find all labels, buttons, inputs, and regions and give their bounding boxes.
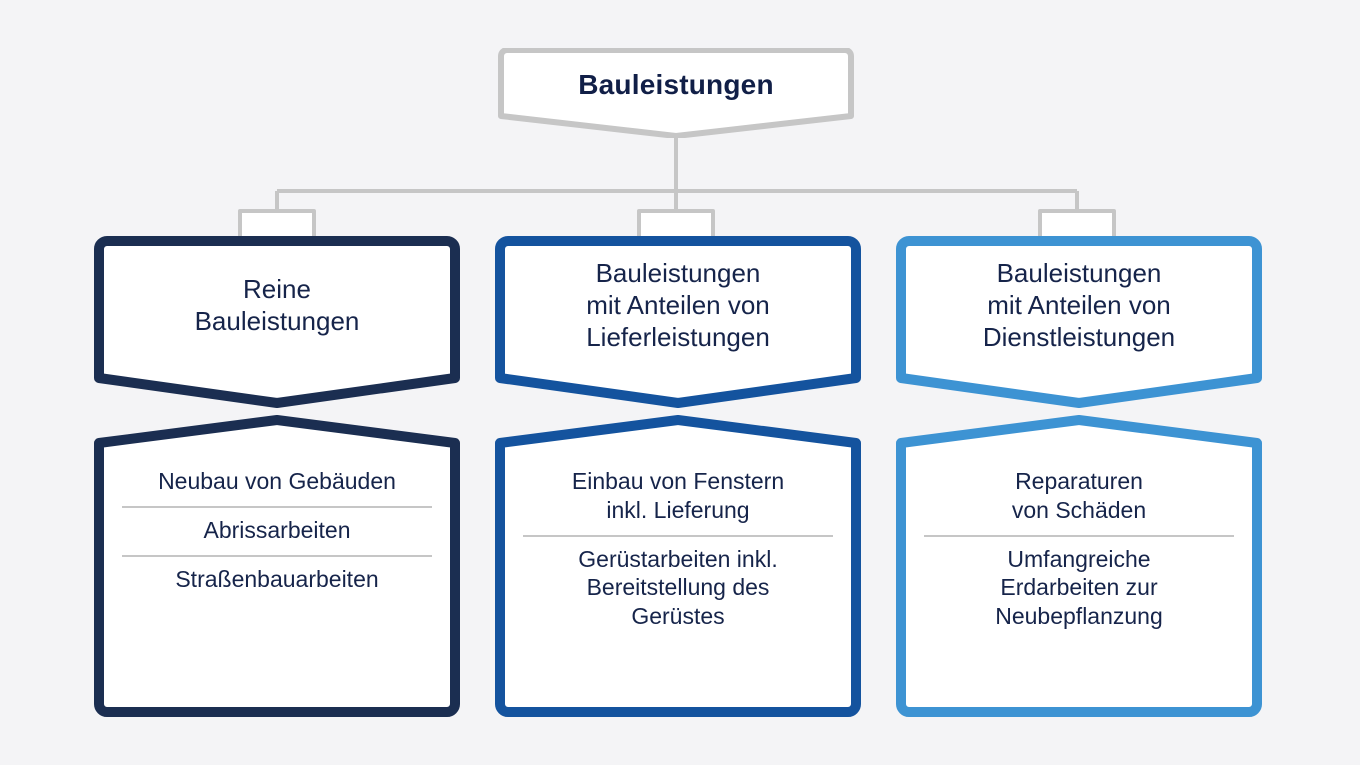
- category-column-2: Bauleistungen mit Anteilen von Dienstlei…: [896, 236, 1262, 717]
- list-item: Straßenbauarbeiten: [175, 565, 379, 592]
- category-list-2[interactable]: Reparaturen von Schäden Umfangreiche Erd…: [896, 415, 1262, 717]
- list-item: Neubau von Gebäuden: [158, 468, 396, 494]
- category-column-1: Bauleistungen mit Anteilen von Lieferlei…: [495, 236, 861, 717]
- category-list-0[interactable]: Neubau von Gebäuden Abrissarbeiten Straß…: [94, 415, 460, 717]
- list-separator: [122, 505, 432, 508]
- list-item: Abrissarbeiten: [203, 516, 351, 543]
- category-list-items-2: Reparaturen von Schäden Umfangreiche Erd…: [918, 461, 1240, 703]
- category-header-0[interactable]: Reine Bauleistungen: [94, 236, 460, 408]
- category-header-shape-2: [896, 236, 1262, 408]
- category-column-0: Reine Bauleistungen Neubau von Gebäuden …: [94, 236, 460, 717]
- category-list-shape-1: [495, 415, 861, 717]
- list-item: Umfangreiche Erdarbeiten zur Neubepflanz…: [995, 545, 1163, 630]
- category-list-shape-0: [94, 415, 460, 717]
- list-separator: [122, 554, 432, 557]
- category-header-1[interactable]: Bauleistungen mit Anteilen von Lieferlei…: [495, 236, 861, 408]
- root-node[interactable]: Bauleistungen: [497, 48, 855, 138]
- list-item: Reparaturen von Schäden: [1011, 468, 1147, 523]
- category-list-items-0: Neubau von Gebäuden Abrissarbeiten Straß…: [116, 461, 438, 703]
- category-list-items-1: Einbau von Fenstern inkl. Lieferung Gerü…: [517, 461, 839, 703]
- category-header-shape-1: [495, 236, 861, 408]
- list-item: Einbau von Fenstern inkl. Lieferung: [571, 468, 785, 523]
- list-separator: [924, 534, 1234, 537]
- category-list-shape-2: [896, 415, 1262, 717]
- root-node-shape: [498, 48, 854, 138]
- list-separator: [523, 534, 833, 537]
- list-item: Gerüstarbeiten inkl. Bereitstellung des …: [578, 545, 778, 630]
- category-header-shape-0: [94, 236, 460, 408]
- category-header-2[interactable]: Bauleistungen mit Anteilen von Dienstlei…: [896, 236, 1262, 408]
- category-list-1[interactable]: Einbau von Fenstern inkl. Lieferung Gerü…: [495, 415, 861, 717]
